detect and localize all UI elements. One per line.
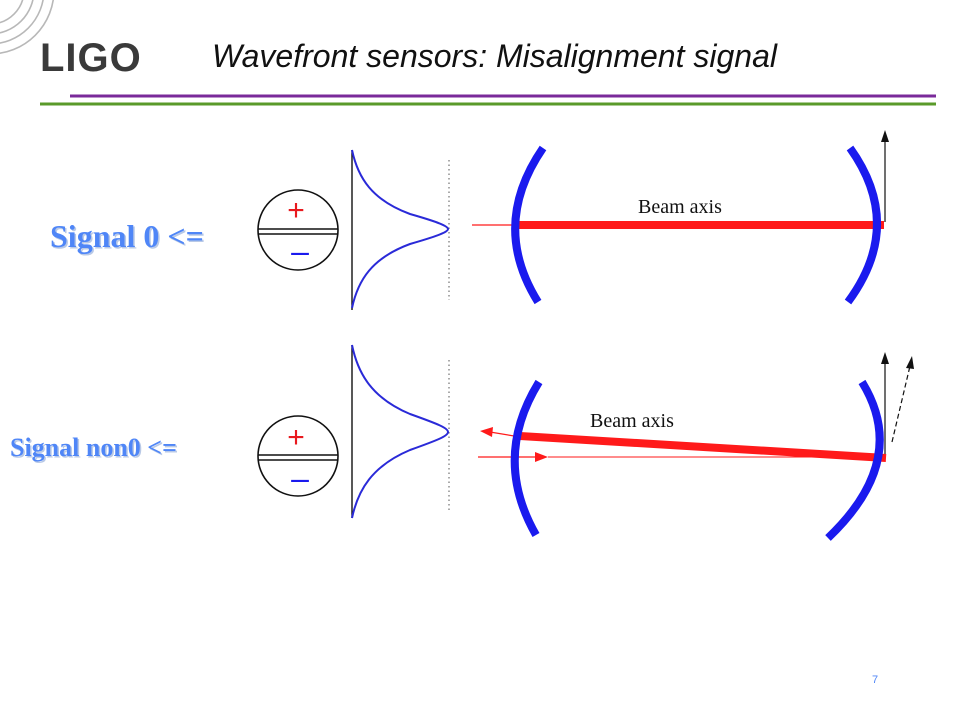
right-mirror-top [844, 145, 881, 305]
tilted-normal-arrow [891, 365, 911, 443]
slide-title: Wavefront sensors: Misalignment signal [212, 38, 777, 74]
gaussian-profile-bottom [351, 344, 450, 519]
signal-nonzero-label: Signal non0 <= [10, 433, 177, 462]
ligo-logo-text: LIGO [40, 36, 142, 80]
photodiode-plus-sign-bottom: + [287, 421, 305, 454]
photodiode-bottom: + – [257, 415, 339, 497]
photodiode-minus-sign-top: – [291, 233, 309, 269]
beam-axis-label-bottom: Beam axis [590, 410, 674, 432]
left-mirror-top [511, 145, 547, 305]
photodiode-plus-sign-top: + [287, 194, 305, 227]
photodiode-minus-sign-bottom: – [291, 460, 309, 496]
photodiode-top: + – [257, 189, 339, 271]
left-mirror-bottom [510, 379, 543, 537]
right-mirror-bottom [825, 379, 884, 541]
gaussian-profile-top [351, 149, 450, 309]
aligned-diagram: + – [257, 130, 889, 310]
misaligned-diagram: + – [257, 344, 914, 541]
signal-zero-label: Signal 0 <= [50, 218, 204, 254]
page-number: 7 [872, 674, 879, 686]
cavity-beam-bottom [519, 432, 887, 462]
beam-axis-label-top: Beam axis [638, 196, 722, 218]
